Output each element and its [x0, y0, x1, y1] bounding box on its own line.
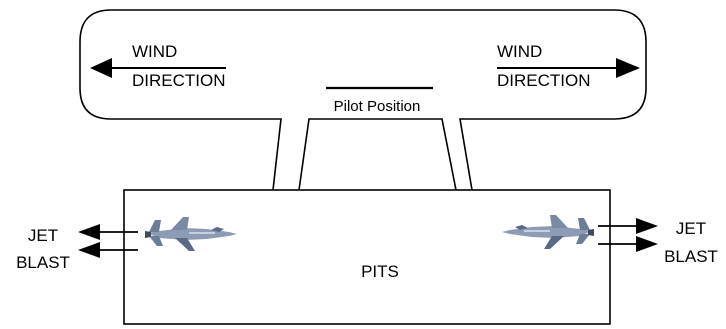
pilot-box-outline: [79, 9, 647, 191]
jet-blast-right-label-line1: JET: [676, 219, 706, 238]
fighter-jet-icon: [145, 217, 237, 251]
pilot-position-lane: [298, 118, 457, 191]
jet-blast-left-label-line1: JET: [28, 226, 58, 245]
jet-blast-left-arrows: [78, 224, 138, 258]
arrow-left-icon: [90, 58, 226, 78]
pits-label: PITS: [361, 262, 399, 281]
wind-right-label-line2: DIRECTION: [497, 71, 591, 90]
fighter-jet-icon: [502, 215, 594, 249]
pits-area: [123, 189, 611, 325]
arrow-right-icon: [497, 58, 640, 78]
jet-blast-right-label-line2: BLAST: [664, 247, 718, 266]
wind-right-label-line1: WIND: [497, 42, 542, 61]
wind-left-label-line1: WIND: [132, 42, 177, 61]
pilot-position-label: Pilot Position: [334, 98, 421, 115]
jet-blast-right-arrows: [598, 218, 658, 252]
wind-left-label-line2: DIRECTION: [132, 71, 226, 90]
jet-blast-left-label-line2: BLAST: [16, 253, 70, 272]
